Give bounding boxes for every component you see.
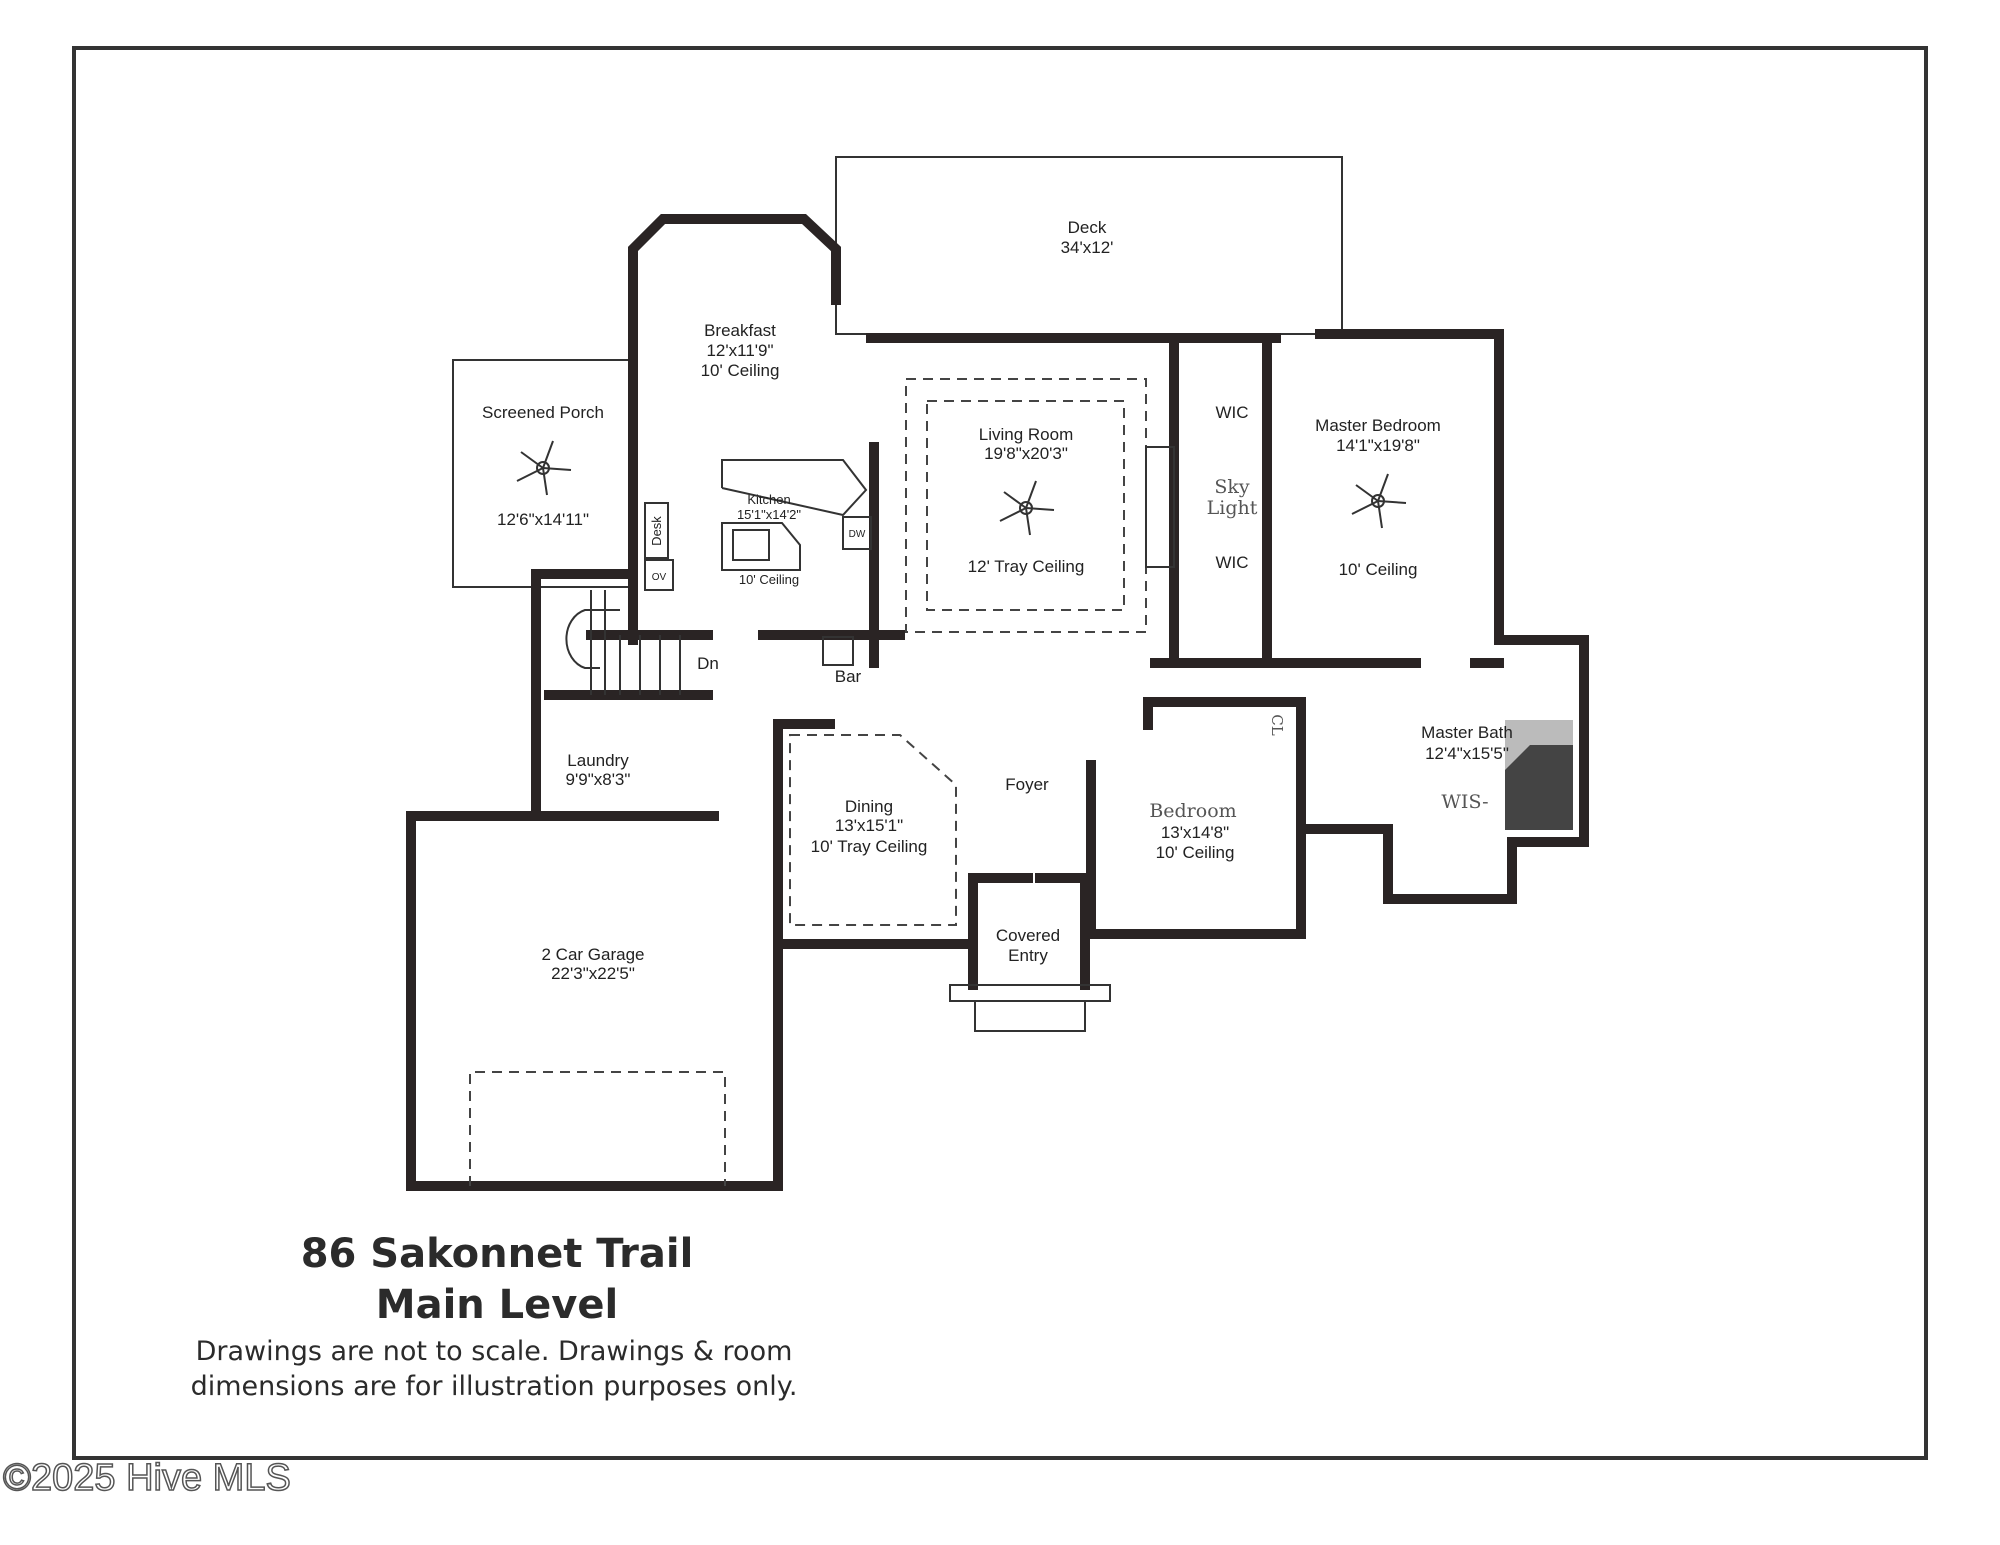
ceiling-fan-icon xyxy=(999,480,1055,536)
cooktop-icon xyxy=(732,529,770,561)
master-bath-size: 12'4"x15'5" xyxy=(1425,744,1509,763)
deck-size: 34'x12' xyxy=(1061,238,1114,257)
bedroom-size: 13'x14'8" xyxy=(1161,823,1229,842)
shower-grid xyxy=(1505,745,1573,830)
plan-level: Main Level xyxy=(376,1282,618,1328)
kitchen-label: Kitchen xyxy=(747,492,790,507)
walk-in-shower-label: WIS- xyxy=(1441,791,1488,813)
dining-label: Dining xyxy=(845,797,893,816)
kitchen-island xyxy=(721,522,801,571)
laundry-label: Laundry xyxy=(567,751,629,770)
stairs xyxy=(565,590,681,695)
walls xyxy=(406,214,1589,1191)
living-room-size: 19'8"x20'3" xyxy=(984,444,1068,463)
oven-box xyxy=(644,559,674,591)
ceiling-fan-icon xyxy=(1351,473,1407,529)
dining-ceiling: 10' Tray Ceiling xyxy=(811,837,928,856)
dishwasher-label: DW xyxy=(849,529,866,540)
kitchen-size: 15'1"x14'2" xyxy=(737,507,801,522)
dishwasher-box xyxy=(842,516,872,550)
watermark: ©2025 Hive MLS xyxy=(3,1457,291,1499)
disclaimer-line-1: Drawings are not to scale. Drawings & ro… xyxy=(196,1336,793,1367)
living-room-ceiling: 12' Tray Ceiling xyxy=(968,557,1085,576)
page-border xyxy=(72,46,1928,1460)
breakfast-ceiling: 10' Ceiling xyxy=(701,361,780,380)
breakfast-size: 12'x11'9" xyxy=(706,341,773,360)
covered-entry-label-1: Covered xyxy=(996,926,1060,945)
garage-door-line xyxy=(469,1071,726,1186)
dining-size: 13'x15'1" xyxy=(835,816,903,835)
disclaimer-line-2: dimensions are for illustration purposes… xyxy=(191,1371,798,1402)
entry-steps xyxy=(949,984,1111,1032)
master-bath-label: Master Bath xyxy=(1421,723,1513,742)
living-room-label: Living Room xyxy=(979,425,1074,444)
garage-label: 2 Car Garage xyxy=(542,945,645,964)
wic-label-2: WIC xyxy=(1215,553,1248,572)
bar-sink-icon xyxy=(822,636,854,666)
fireplace xyxy=(1145,446,1175,568)
foyer-label: Foyer xyxy=(1005,775,1049,794)
deck-label: Deck xyxy=(1068,218,1107,237)
bedroom-label: Bedroom xyxy=(1149,800,1236,822)
oven-label: OV xyxy=(652,572,667,583)
wic-label-1: WIC xyxy=(1215,403,1248,422)
plan-title: 86 Sakonnet Trail xyxy=(301,1231,694,1277)
bar-label: Bar xyxy=(835,667,862,686)
master-bedroom-label: Master Bedroom xyxy=(1315,416,1441,435)
skylight-label-1: Sky xyxy=(1214,476,1250,498)
master-bedroom-ceiling: 10' Ceiling xyxy=(1339,560,1418,579)
ceiling-fan-icon xyxy=(516,440,572,496)
porch-size: 12'6"x14'11" xyxy=(497,510,589,529)
skylight-label-2: Light xyxy=(1207,497,1258,519)
porch-label: Screened Porch xyxy=(482,403,604,422)
stairs-down-label: Dn xyxy=(697,654,719,673)
breakfast-label: Breakfast xyxy=(704,321,776,340)
covered-entry-label-2: Entry xyxy=(1008,946,1048,965)
dining-tray xyxy=(789,734,957,926)
master-bedroom-size: 14'1"x19'8" xyxy=(1336,436,1420,455)
garage-size: 22'3"x22'5" xyxy=(551,964,635,983)
kitchen-ceiling: 10' Ceiling xyxy=(739,572,799,587)
desk-box xyxy=(644,502,669,559)
bedroom-ceiling: 10' Ceiling xyxy=(1156,843,1235,862)
desk-label: Desk xyxy=(649,516,664,546)
kitchen-counter xyxy=(721,459,868,517)
laundry-size: 9'9"x8'3" xyxy=(566,770,631,789)
closet-label: CL xyxy=(1268,714,1286,735)
